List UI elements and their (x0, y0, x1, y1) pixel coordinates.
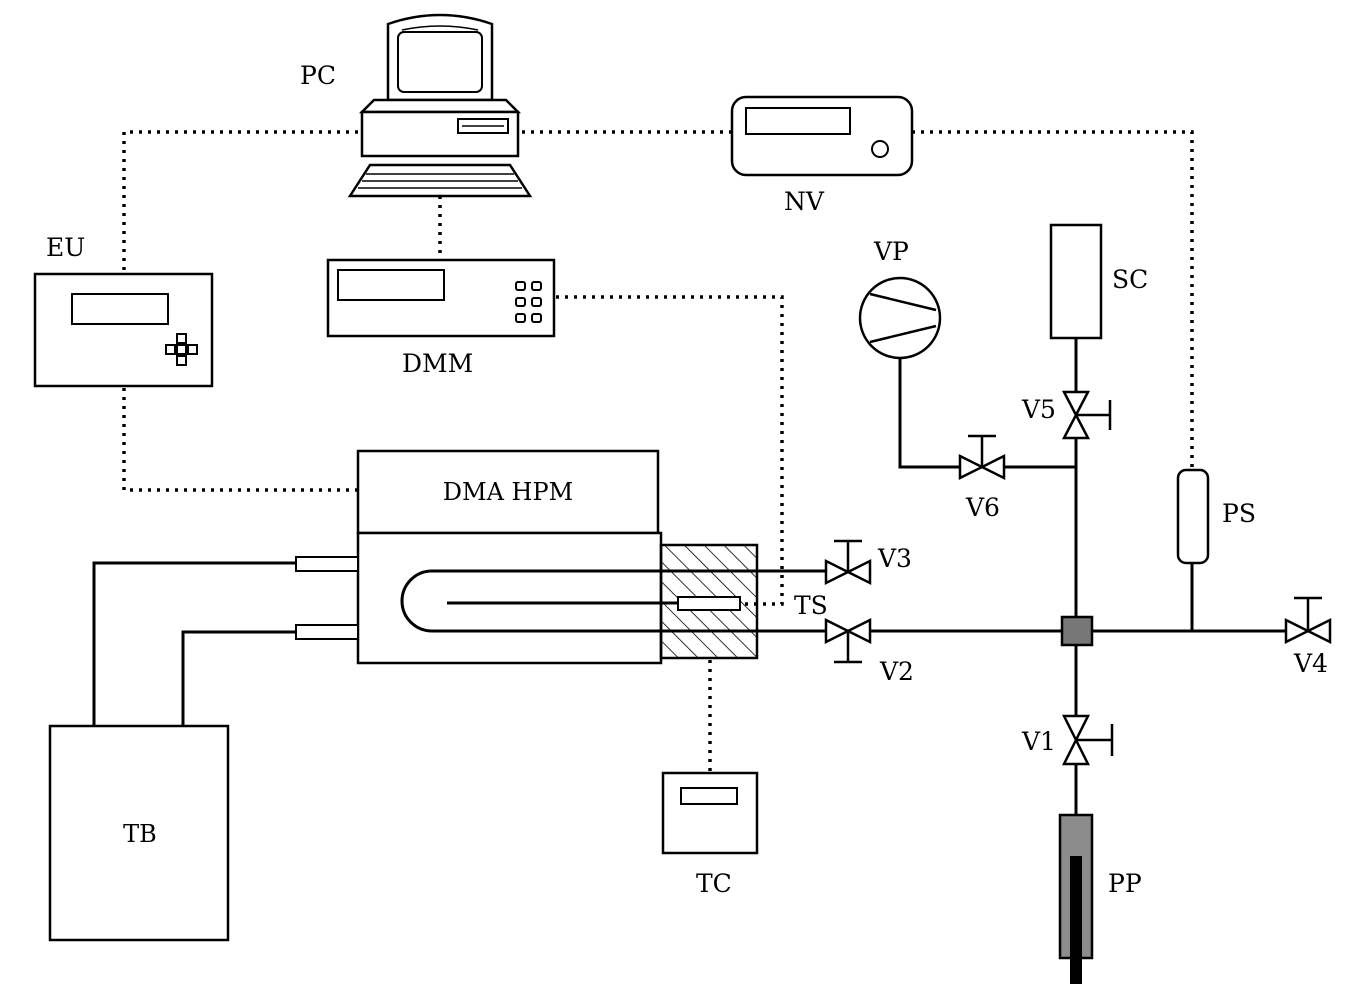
ts-label: TS (794, 591, 828, 620)
valve-v1 (1061, 714, 1114, 766)
measuring-cell (295, 531, 759, 665)
valve-v5 (1061, 390, 1112, 440)
vp-label: VP (873, 237, 909, 266)
v1-label: V1 (1021, 727, 1056, 756)
v3-label: V3 (877, 544, 912, 573)
ps-label: PS (1222, 499, 1256, 528)
tc-label: TC (696, 869, 732, 898)
pp-label: PP (1108, 869, 1142, 898)
nv-label: NV (784, 187, 825, 216)
pc-label: PC (300, 61, 336, 90)
valve-v3 (824, 539, 872, 586)
nv-device (730, 95, 914, 177)
manifold-junction (1060, 615, 1094, 647)
signal-lines (122, 130, 1194, 772)
vp-vacuum-pump (858, 276, 942, 360)
dmm-device (326, 258, 556, 338)
valve-v2 (824, 617, 872, 664)
dma-hpm-head (356, 449, 660, 535)
v4-label: V4 (1293, 649, 1328, 678)
dma-hpm-label: DMA HPM (443, 478, 573, 506)
sc-label: SC (1112, 265, 1148, 294)
v6-label: V6 (965, 493, 1000, 522)
ps-pressure-sensor (1176, 468, 1210, 565)
tb-thermostatic-bath (48, 724, 230, 942)
eu-unit (33, 272, 214, 388)
v2-label: V2 (879, 657, 914, 686)
valve-v6 (958, 434, 1006, 481)
valve-v4 (1284, 596, 1332, 645)
tc-temperature-controller (661, 771, 759, 855)
v5-label: V5 (1021, 395, 1056, 424)
tb-label: TB (123, 820, 157, 848)
eu-label: EU (46, 233, 85, 262)
dmm-label: DMM (402, 349, 473, 378)
pp-piston-pump (1058, 813, 1094, 984)
pc-computer (347, 13, 533, 198)
sc-sample-cylinder (1049, 223, 1103, 340)
